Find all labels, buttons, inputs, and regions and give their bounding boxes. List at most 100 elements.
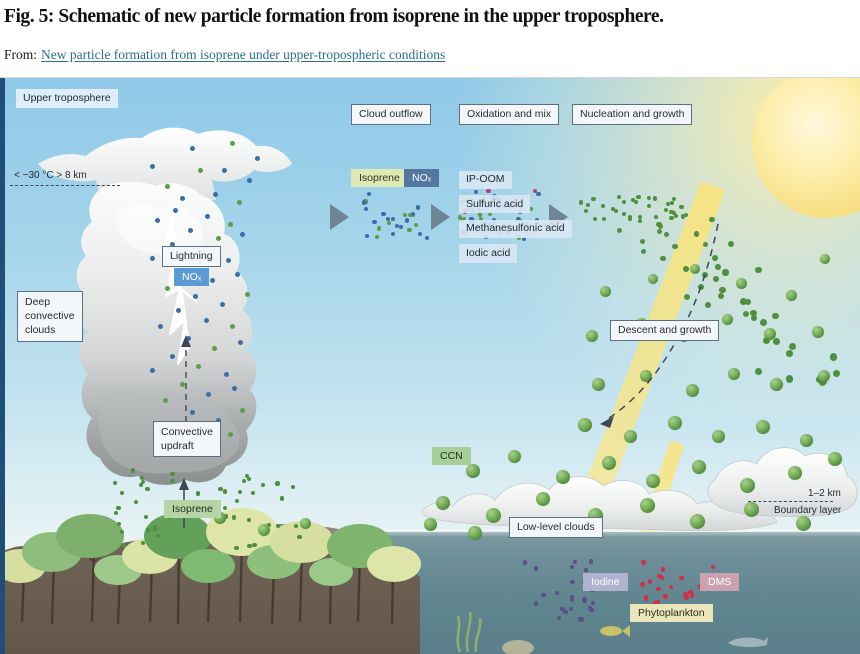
particle-dot [541, 592, 546, 597]
particle-dot [413, 222, 418, 227]
particle-dot [372, 219, 377, 225]
particle-dot [245, 292, 250, 297]
particle-dot [660, 566, 666, 572]
species-methanesulfonic-acid: Methanesulfonic acid [459, 219, 572, 238]
ccn-particle [646, 474, 660, 488]
badge-isoprene-surface: Isoprene [164, 500, 221, 518]
particle-dot [247, 178, 252, 183]
particle-dot [232, 386, 237, 391]
badge-nox-cloud: NOₓ [174, 268, 210, 286]
ccn-particle [800, 434, 813, 447]
flow-arrow-1-icon [330, 204, 349, 230]
particle-dot [251, 491, 256, 496]
particle-dot [116, 521, 121, 526]
convective-updraft-line-2: updraft [161, 440, 194, 453]
particle-dot [365, 233, 370, 238]
particle-dot [150, 256, 155, 261]
ccn-particle [796, 516, 811, 531]
particle-dot [170, 471, 175, 476]
ccn-particle [712, 430, 725, 443]
particle-dot [231, 515, 236, 520]
particle-dot [390, 217, 396, 222]
particle-dot [654, 600, 659, 606]
particle-dot [234, 545, 239, 551]
particle-dot [569, 564, 575, 570]
particle-dot [230, 324, 235, 329]
particle-dot [133, 500, 138, 505]
ccn-particle [744, 502, 759, 517]
particle-dot [216, 236, 221, 241]
particle-dot [279, 496, 284, 501]
label-boundary-layer: Boundary layer [774, 505, 842, 516]
particle-dot [411, 211, 416, 216]
badge-ccn: CCN [432, 447, 471, 465]
ccn-particle [820, 254, 830, 264]
particle-dot [186, 336, 191, 341]
particle-dot [165, 184, 170, 189]
label-deep-convective-clouds: Deep convective clouds [17, 291, 83, 342]
particle-dot [112, 480, 118, 485]
particle-dot [395, 223, 400, 228]
ccn-particle [602, 456, 616, 470]
particle-dot [417, 231, 423, 237]
particle-dot [554, 590, 559, 596]
particle-dot [152, 525, 157, 530]
badge-iodine: Iodine [583, 573, 628, 591]
particle-dot [163, 398, 168, 403]
label-cloud-outflow: Cloud outflow [351, 104, 431, 126]
ccn-particle [486, 508, 501, 523]
particle-dot [408, 212, 413, 217]
particle-dot [244, 473, 249, 479]
species-iodic-acid: Iodic acid [459, 244, 518, 263]
particle-dot [647, 579, 653, 584]
particle-dot [205, 214, 210, 219]
particle-dot [206, 392, 211, 397]
particle-dot [785, 349, 793, 357]
particle-dot [366, 192, 371, 197]
particle-dot [188, 228, 193, 233]
particle-dot [569, 594, 574, 600]
particle-dot [583, 208, 589, 214]
particle-dot [621, 212, 627, 217]
particle-dot [390, 232, 396, 237]
ccn-particle [466, 464, 480, 478]
particle-dot [297, 534, 302, 539]
particle-dot [290, 485, 295, 490]
altitude-dashed-line [10, 185, 120, 186]
particle-dot [522, 560, 528, 565]
particle-dot [252, 542, 257, 547]
particle-dot [656, 586, 661, 592]
particle-dot [749, 309, 757, 317]
particle-dot [228, 222, 233, 227]
flow-arrow-2-icon [431, 204, 450, 230]
particle-dot [569, 597, 575, 603]
particle-dot [266, 523, 271, 528]
particle-dot [613, 208, 618, 213]
particle-dot [170, 242, 175, 247]
particle-dot [591, 197, 596, 202]
particle-dot [131, 468, 136, 473]
particle-dot [170, 478, 175, 483]
particle-dot [120, 530, 125, 535]
particle-dot [643, 595, 649, 601]
ccn-particle [740, 478, 755, 493]
particle-dot [679, 575, 685, 581]
particle-dot [533, 566, 539, 571]
source-article-link[interactable]: New particle formation from isoprene und… [41, 47, 446, 62]
ccn-particle [300, 518, 311, 529]
particle-dot [663, 594, 668, 599]
particle-dot [586, 203, 591, 208]
particle-dot [590, 600, 596, 606]
fish-icon [600, 625, 630, 637]
particle-dot [402, 212, 408, 218]
particle-dot [237, 489, 243, 494]
particle-dot [832, 369, 841, 378]
ccn-particle [578, 418, 592, 432]
particle-dot [361, 200, 366, 205]
ccn-particle [818, 370, 830, 382]
particle-dot [180, 382, 185, 387]
particle-dot [587, 605, 593, 611]
badge-nox-flow: NOₓ [404, 169, 440, 187]
particle-dot [568, 607, 573, 612]
particle-dot [198, 168, 203, 173]
